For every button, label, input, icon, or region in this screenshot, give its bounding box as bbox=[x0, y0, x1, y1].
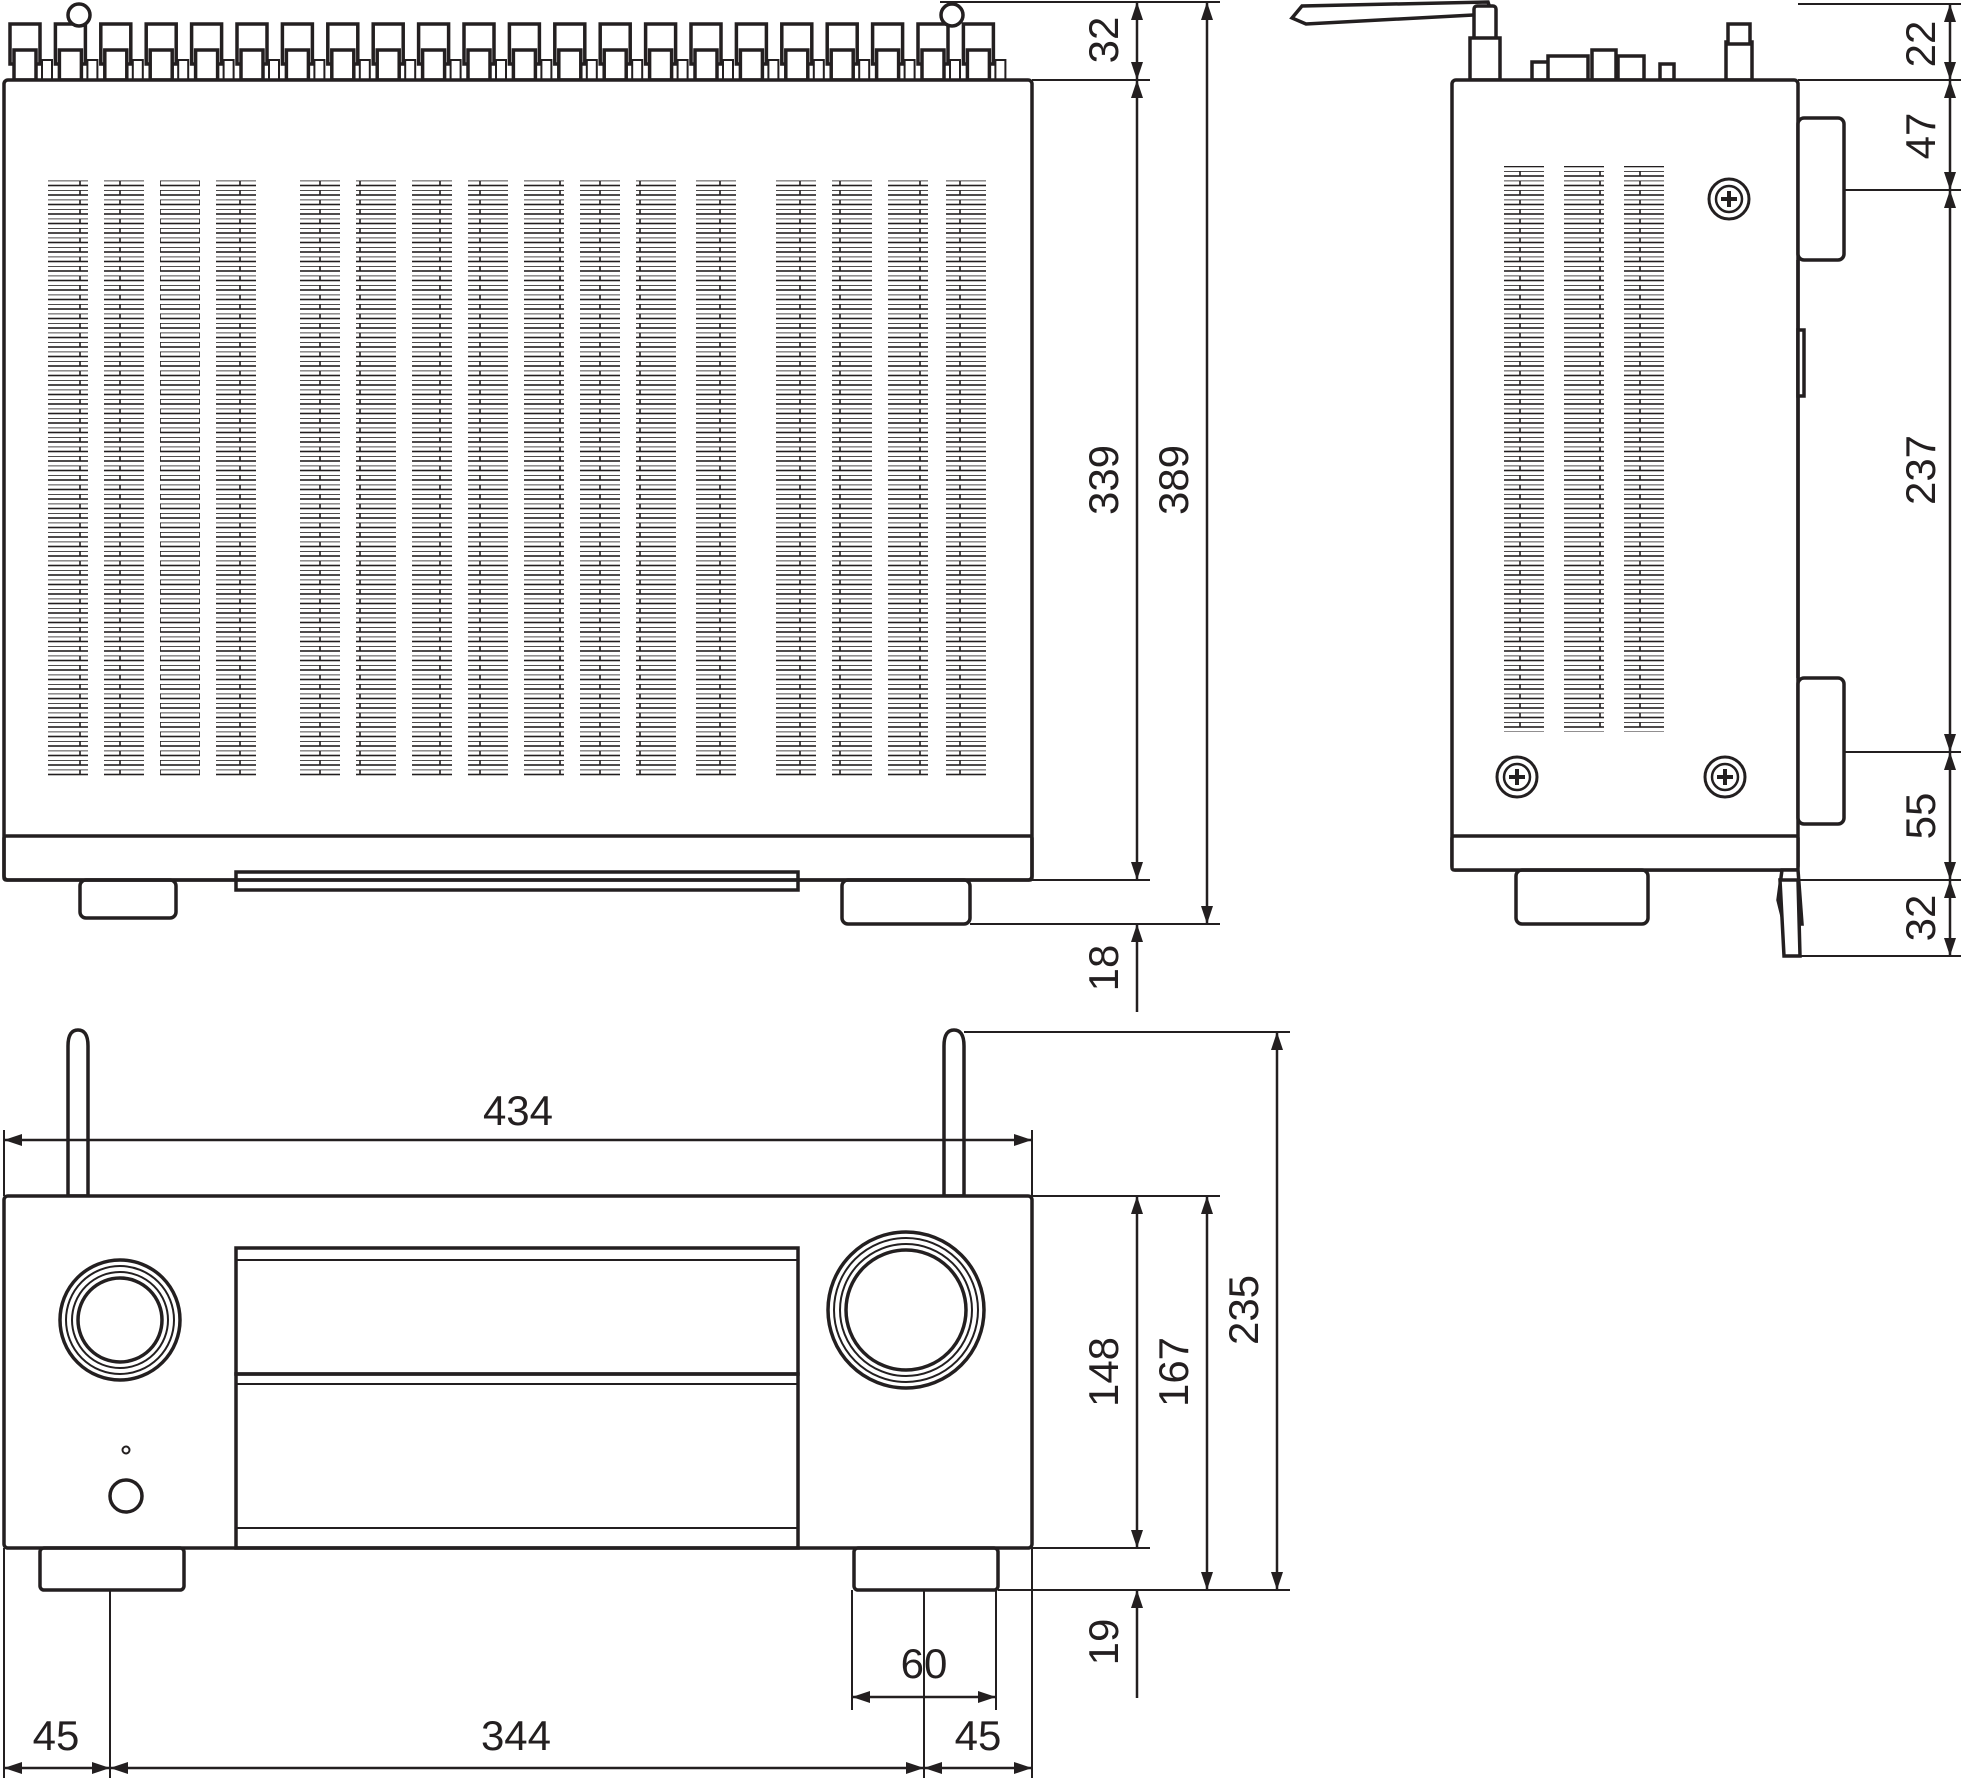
side-antenna bbox=[1289, 0, 1502, 82]
dim-front-left-offset: 45 bbox=[33, 1712, 80, 1759]
dim-front-foot-spacing: 344 bbox=[481, 1712, 551, 1759]
dim-side-foot-spacing: 237 bbox=[1897, 435, 1944, 505]
vent-column bbox=[696, 178, 736, 778]
dim-front-width: 434 bbox=[483, 1087, 553, 1134]
vent-column bbox=[580, 178, 620, 778]
speaker-terminal bbox=[8, 22, 53, 82]
side-feet-block-lower bbox=[1796, 676, 1846, 826]
dim-side-top-clearance: 22 bbox=[1897, 21, 1944, 68]
vent-column bbox=[468, 178, 508, 778]
vent-column bbox=[524, 178, 564, 778]
dim-front-height-with-antenna: 235 bbox=[1220, 1275, 1267, 1345]
top-view: 32 339 389 18 bbox=[2, 1, 1220, 1012]
dim-body-depth: 339 bbox=[1080, 445, 1127, 515]
side-vent-grid bbox=[1504, 166, 1664, 732]
front-foot-left bbox=[38, 1546, 186, 1592]
speaker-terminal bbox=[961, 22, 1007, 82]
rear-terminal-row bbox=[8, 22, 1007, 82]
dim-front-body-height: 148 bbox=[1080, 1337, 1127, 1407]
vent-column bbox=[832, 178, 872, 778]
vent-column bbox=[1624, 166, 1664, 732]
dim-front-protrusion: 18 bbox=[1080, 945, 1127, 992]
vent-column bbox=[216, 178, 256, 778]
speaker-terminal bbox=[507, 22, 553, 82]
speaker-terminal bbox=[235, 22, 280, 82]
speaker-terminal bbox=[99, 22, 144, 82]
vent-column bbox=[104, 178, 144, 778]
speaker-terminal bbox=[780, 22, 825, 82]
speaker-terminal bbox=[189, 22, 235, 82]
vent-column bbox=[1504, 166, 1544, 732]
vent-column bbox=[412, 178, 452, 778]
front-foot-right bbox=[852, 1546, 1000, 1592]
speaker-terminal bbox=[371, 22, 417, 82]
screw-bottom-right bbox=[1703, 755, 1747, 799]
speaker-terminal bbox=[553, 22, 598, 82]
top-dimension-lines bbox=[940, 1, 1220, 1012]
speaker-terminal bbox=[734, 22, 780, 82]
screw-top-right bbox=[1707, 177, 1751, 221]
speaker-terminal bbox=[144, 22, 190, 82]
dim-side-lower-foot: 55 bbox=[1897, 793, 1944, 840]
display-strip-top bbox=[234, 870, 800, 892]
vent-column bbox=[776, 178, 816, 778]
dim-overall-depth: 389 bbox=[1150, 445, 1197, 515]
front-view: 434 148 167 235 19 60 45 344 45 bbox=[2, 1028, 1290, 1778]
dim-rear-protrusion: 32 bbox=[1080, 17, 1127, 64]
speaker-terminal bbox=[870, 22, 916, 82]
side-front-panel bbox=[1450, 834, 1800, 872]
front-antenna-right bbox=[942, 1028, 966, 1198]
input-selector-knob bbox=[58, 1258, 182, 1382]
front-door-panel bbox=[234, 1372, 800, 1550]
side-dimension-lines bbox=[1798, 3, 1961, 957]
vent-column bbox=[1564, 166, 1604, 732]
speaker-terminal bbox=[280, 22, 326, 82]
speaker-terminal bbox=[643, 22, 689, 82]
speaker-terminal bbox=[916, 22, 961, 82]
vent-column bbox=[946, 178, 986, 778]
standby-indicator bbox=[121, 1445, 131, 1455]
speaker-terminal bbox=[53, 22, 99, 82]
dim-side-upper-foot: 47 bbox=[1897, 113, 1944, 160]
top-vent-grid bbox=[48, 178, 986, 778]
vent-column bbox=[48, 178, 88, 778]
speaker-terminal bbox=[598, 22, 644, 82]
speaker-terminal bbox=[416, 22, 462, 82]
side-top-connectors bbox=[1530, 22, 1754, 82]
dim-side-bottom-extent: 32 bbox=[1897, 895, 1944, 942]
power-button bbox=[108, 1478, 144, 1514]
vent-column bbox=[300, 178, 340, 778]
antenna-knob-right bbox=[939, 2, 965, 28]
dim-front-right-offset: 45 bbox=[955, 1712, 1002, 1759]
top-chassis bbox=[2, 78, 1034, 882]
vent-column bbox=[888, 178, 928, 778]
dim-front-foot-height: 19 bbox=[1080, 1619, 1127, 1666]
dim-front-height-with-feet: 167 bbox=[1150, 1337, 1197, 1407]
speaker-terminal bbox=[462, 22, 507, 82]
vent-column bbox=[356, 178, 396, 778]
antenna-knob-left bbox=[66, 2, 92, 28]
vent-column bbox=[160, 178, 200, 778]
speaker-terminal bbox=[689, 22, 734, 82]
front-panel-lip bbox=[2, 834, 1034, 882]
speaker-terminal bbox=[825, 22, 871, 82]
vent-column bbox=[636, 178, 676, 778]
side-feet-block-upper bbox=[1796, 116, 1846, 262]
front-antenna-left bbox=[66, 1028, 90, 1198]
side-view: 22 47 237 55 32 bbox=[1289, 0, 1961, 958]
screw-bottom-left bbox=[1495, 755, 1539, 799]
dim-front-foot-width: 60 bbox=[901, 1640, 948, 1687]
top-foot-right bbox=[840, 878, 972, 926]
volume-knob bbox=[826, 1230, 986, 1390]
side-foot bbox=[1514, 868, 1650, 926]
top-foot-left bbox=[78, 878, 178, 920]
front-dimension-lines bbox=[3, 1031, 1290, 1778]
speaker-terminal bbox=[326, 22, 371, 82]
